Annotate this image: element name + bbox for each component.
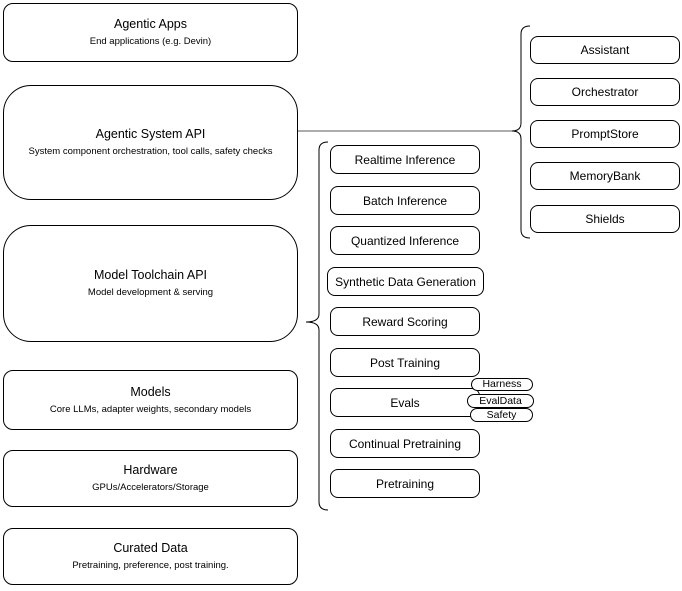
node-label: MemoryBank [569, 169, 641, 183]
node-reward-scoring: Reward Scoring [330, 307, 480, 336]
node-label: Post Training [369, 355, 441, 370]
node-shields: Shields [530, 205, 680, 233]
node-pretraining: Pretraining [330, 469, 480, 498]
node-agentic-system-api: Agentic System API System component orch… [3, 85, 298, 200]
node-quantized-inference: Quantized Inference [330, 226, 480, 255]
node-evals: Evals [330, 388, 480, 417]
node-subtitle: GPUs/Accelerators/Storage [92, 482, 209, 494]
tag-harness: Harness [471, 378, 533, 391]
node-promptstore: PromptStore [530, 120, 680, 148]
node-agentic-apps: Agentic Apps End applications (e.g. Devi… [3, 3, 298, 62]
node-label: Evals [390, 395, 420, 410]
node-continual-pretraining: Continual Pretraining [330, 429, 480, 458]
node-title: Model Toolchain API [93, 268, 208, 283]
node-label: Continual Pretraining [348, 436, 462, 451]
node-label: Orchestrator [571, 85, 639, 99]
node-title: Curated Data [113, 541, 188, 556]
node-orchestrator: Orchestrator [530, 78, 680, 106]
node-label: Realtime Inference [354, 152, 456, 167]
node-hardware: Hardware GPUs/Accelerators/Storage [3, 450, 298, 507]
node-subtitle: Model development & serving [87, 287, 214, 299]
node-model-toolchain-api: Model Toolchain API Model development & … [3, 225, 298, 342]
node-synthetic-data-generation: Synthetic Data Generation [327, 267, 484, 296]
node-label: Synthetic Data Generation [335, 274, 476, 289]
node-batch-inference: Batch Inference [330, 186, 480, 215]
node-label: Pretraining [375, 476, 435, 491]
node-memorybank: MemoryBank [530, 162, 680, 190]
node-post-training: Post Training [330, 348, 480, 377]
brace-system-components [511, 25, 531, 239]
tag-label: Harness [482, 378, 522, 391]
node-label: Shields [585, 212, 625, 226]
tag-label: EvalData [479, 394, 522, 407]
node-label: Assistant [580, 43, 630, 57]
tag-label: Safety [486, 408, 517, 421]
node-label: Batch Inference [362, 193, 448, 208]
node-curated-data: Curated Data Pretraining, preference, po… [3, 528, 298, 585]
brace-toolchain [305, 141, 329, 511]
node-title: Agentic System API [95, 127, 206, 142]
node-label: Reward Scoring [362, 314, 448, 329]
node-title: Hardware [123, 463, 178, 478]
node-subtitle: End applications (e.g. Devin) [89, 36, 212, 48]
node-title: Agentic Apps [114, 17, 187, 32]
tag-evaldata: EvalData [467, 394, 534, 408]
node-assistant: Assistant [530, 36, 680, 64]
node-subtitle: Core LLMs, adapter weights, secondary mo… [49, 403, 252, 415]
node-title: Models [130, 384, 171, 399]
node-label: PromptStore [571, 127, 639, 141]
node-subtitle: System component orchestration, tool cal… [28, 146, 273, 158]
node-models: Models Core LLMs, adapter weights, secon… [3, 370, 298, 430]
node-subtitle: Pretraining, preference, post training. [72, 560, 229, 572]
node-realtime-inference: Realtime Inference [330, 145, 480, 174]
tag-safety: Safety [470, 408, 533, 422]
node-label: Quantized Inference [350, 233, 460, 248]
